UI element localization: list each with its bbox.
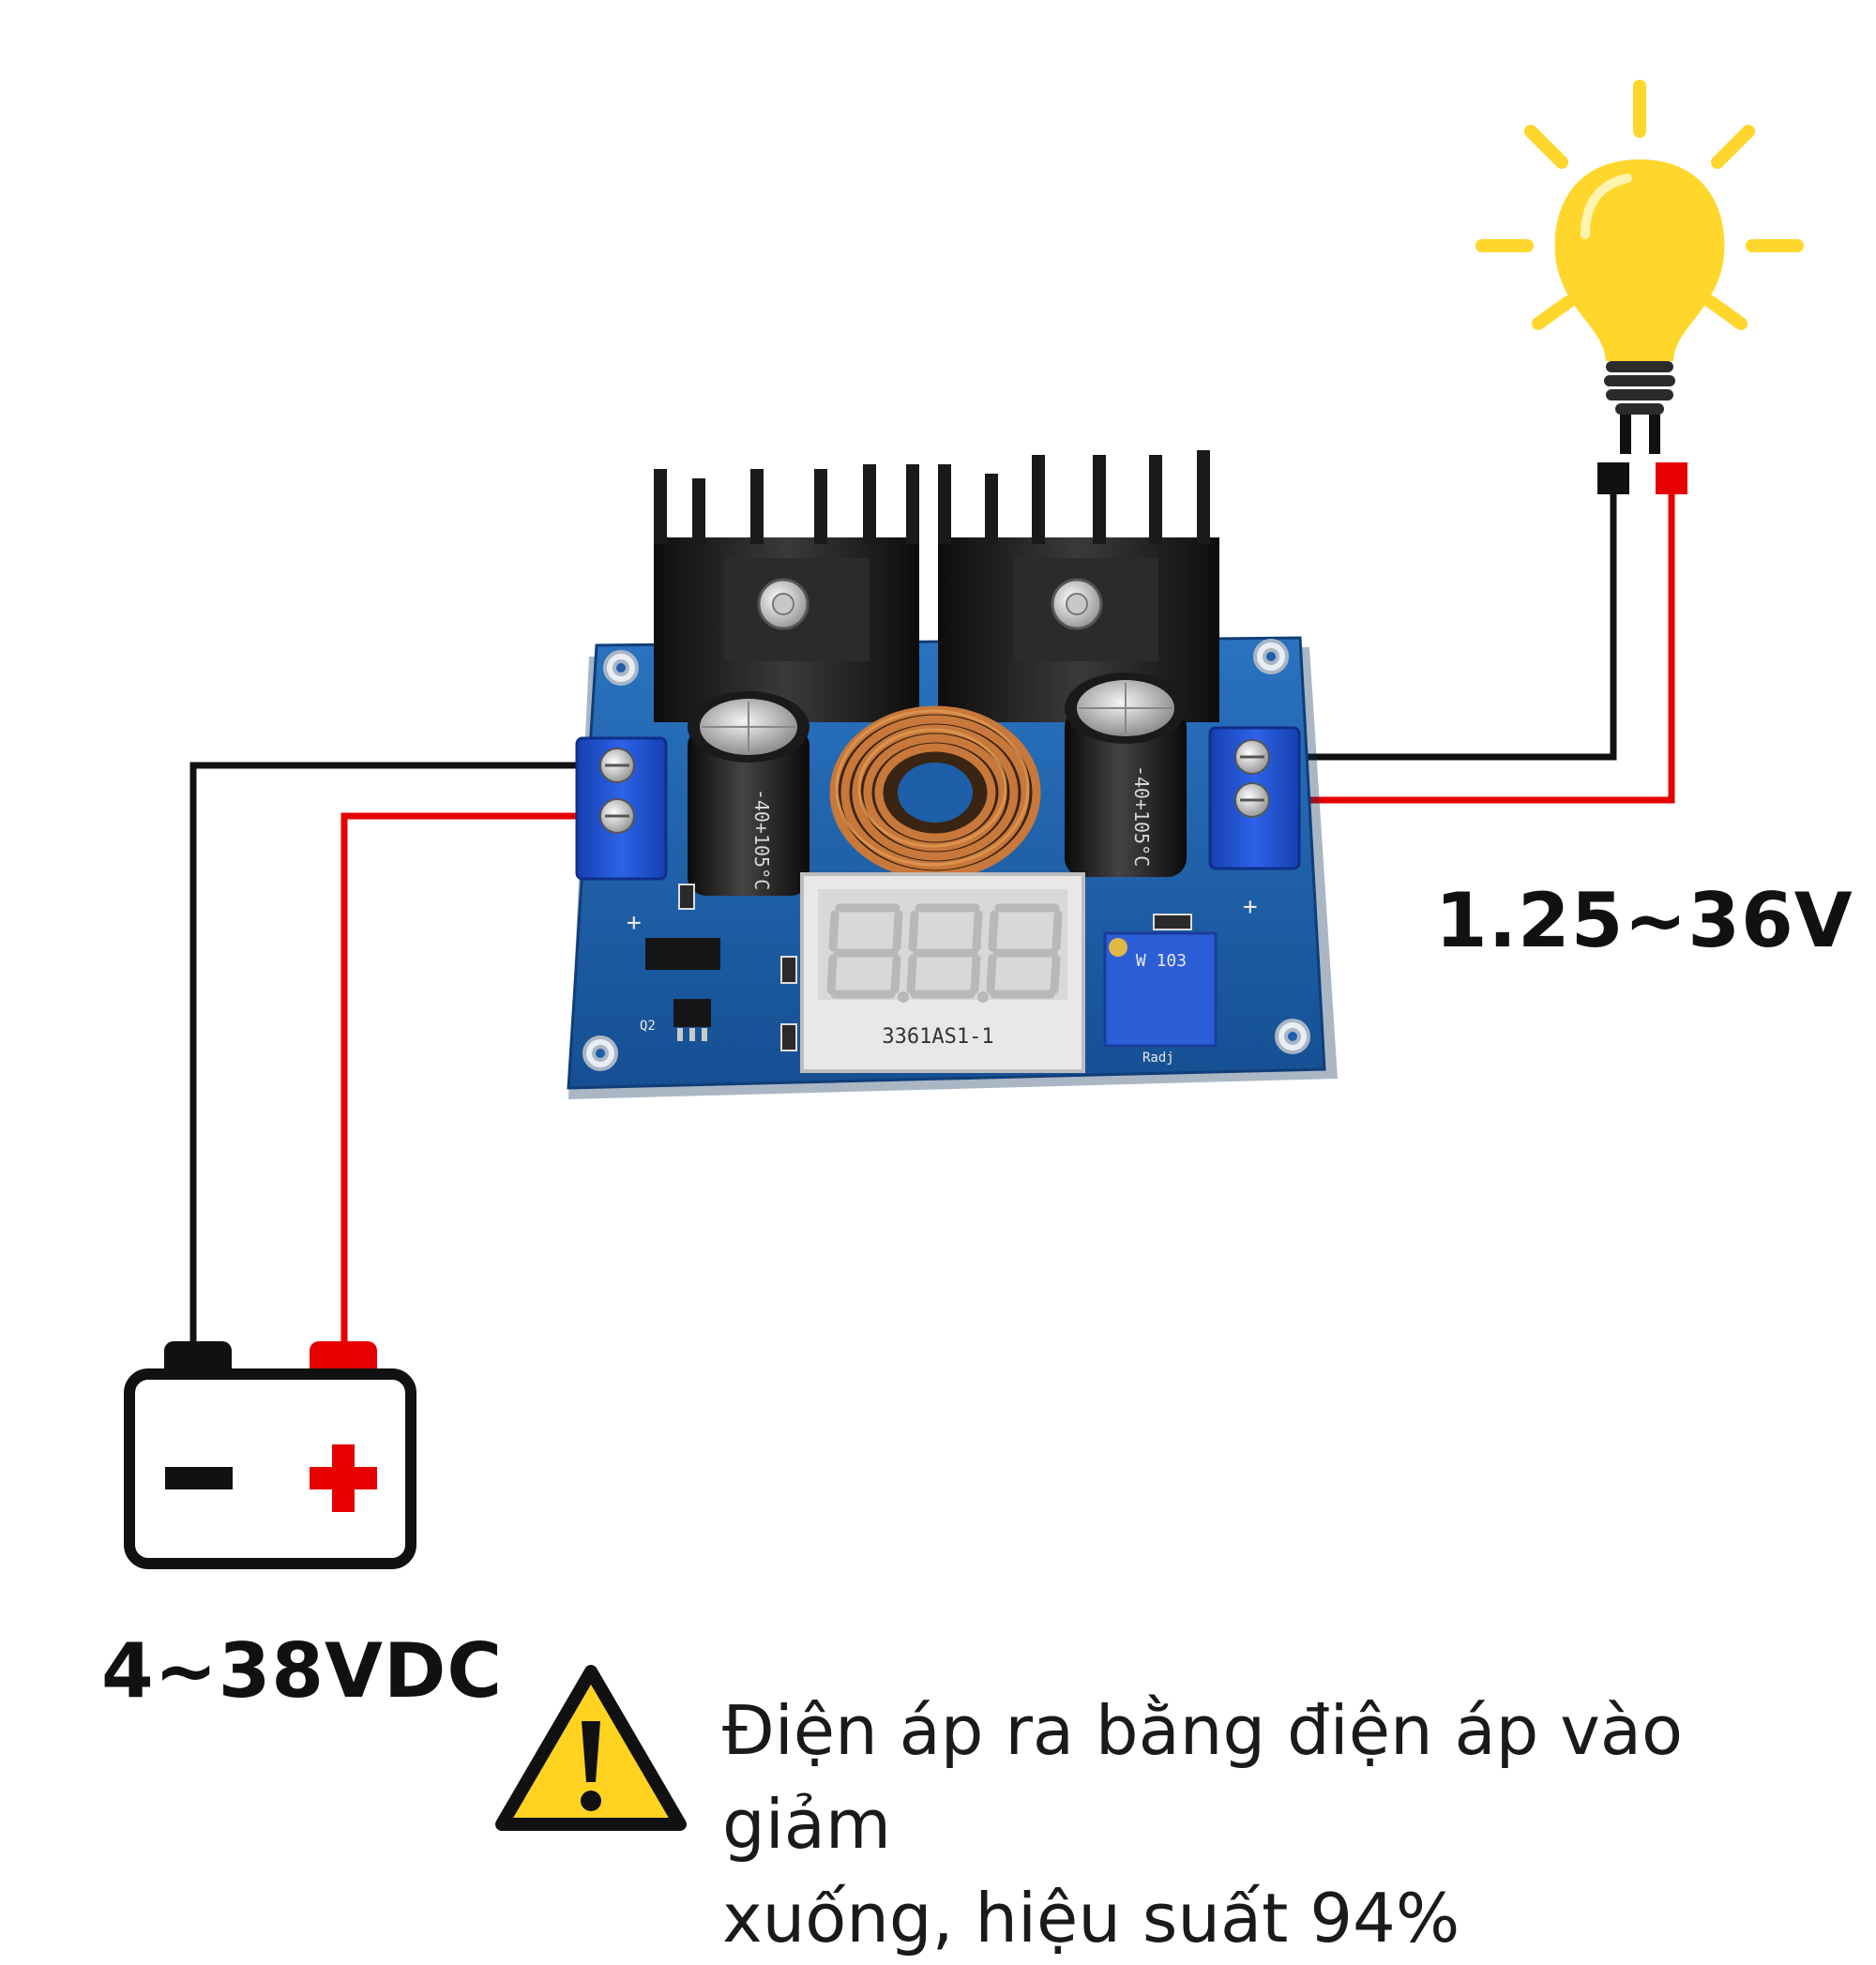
- svg-text:Q2: Q2: [640, 1019, 656, 1034]
- input-negative-wire: [189, 762, 619, 1351]
- output-voltage-label: 1.25~36V: [1435, 877, 1853, 964]
- right-heatsink: [938, 450, 1219, 722]
- warning-icon: [495, 1665, 687, 1831]
- svg-text:-40+105°C: -40+105°C: [750, 789, 773, 890]
- light-bulb-icon: [1475, 80, 1804, 454]
- svg-text:+: +: [1243, 893, 1258, 921]
- svg-text:-40+105°C: -40+105°C: [1130, 765, 1153, 867]
- output-positive-wire: [1252, 488, 1675, 804]
- left-capacitor: -40+105°C: [688, 691, 809, 896]
- right-capacitor: -40+105°C: [1065, 673, 1187, 877]
- input-screw-terminal: [575, 736, 668, 881]
- smd-components: Q2: [640, 884, 1192, 1051]
- battery-minus-sign: [165, 1467, 233, 1489]
- buck-converter-module: -40+105°C -40+105°C: [567, 450, 1338, 1099]
- output-positive-lead-tip: [1656, 462, 1687, 494]
- seven-segment-display: 3361AS1-1: [800, 872, 1085, 1073]
- mounting-holes: [582, 639, 1310, 1071]
- trim-potentiometer: W 103 Radj: [1103, 931, 1218, 1066]
- battery-plus-vertical: [332, 1444, 355, 1512]
- output-screw-terminal: [1208, 726, 1301, 870]
- note-line-2: xuống, hiệu suất 94%: [722, 1879, 1460, 1957]
- output-negative-lead-tip: [1597, 462, 1629, 494]
- toroid-inductor: [829, 705, 1041, 880]
- svg-text:Radj: Radj: [1142, 1051, 1174, 1066]
- wiring-diagram: -40+105°C -40+105°C: [124, 80, 1804, 1831]
- svg-text:W 103: W 103: [1136, 951, 1187, 971]
- svg-text:+: +: [627, 909, 642, 937]
- input-voltage-label: 4~38VDC: [101, 1627, 504, 1715]
- silkscreen-plus-marks: + +: [627, 893, 1258, 937]
- efficiency-note: Điện áp ra bằng điện áp vào giảm xuống, …: [722, 1684, 1867, 1965]
- wires: [189, 462, 1687, 1351]
- output-negative-wire: [1252, 488, 1617, 761]
- note-line-1: Điện áp ra bằng điện áp vào giảm: [722, 1691, 1683, 1864]
- left-heatsink: [654, 464, 919, 722]
- battery-icon: [124, 1341, 416, 1569]
- svg-text:3361AS1-1: 3361AS1-1: [882, 1025, 993, 1049]
- input-positive-wire: [340, 812, 619, 1351]
